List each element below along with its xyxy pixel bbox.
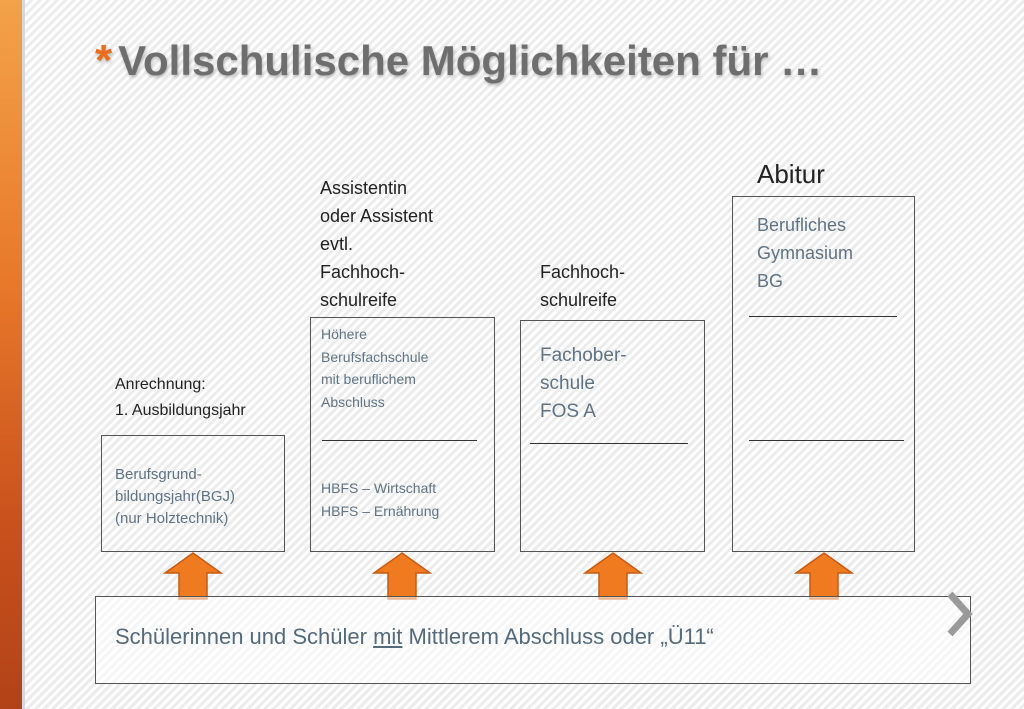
up-arrow-icon (372, 552, 432, 600)
slide-title: *Vollschulische Möglichkeiten für … (95, 36, 822, 86)
box-line: Abschluss (321, 393, 385, 410)
up-arrow-icon (583, 552, 643, 600)
box-line: Fachober- (540, 345, 627, 366)
heading-line: oder Assistent (320, 206, 434, 226)
bgj-box-text: Berufsgrund- bildungsjahr(BGJ) (nur Holz… (115, 464, 235, 530)
hbfs-box-bottom-text: HBFS – Wirtschaft HBFS – Ernährung (321, 477, 439, 522)
left-accent-edge (22, 0, 25, 709)
fos-box (520, 320, 705, 552)
base-box (95, 596, 971, 684)
heading-line: Fachhoch- (540, 262, 626, 282)
up-arrow-icon (163, 552, 223, 600)
box-line: Berufsgrund- (115, 466, 202, 483)
bg-box (732, 196, 915, 552)
hbfs-box-top-text: Höhere Berufsfachschule mit beruflichem … (321, 323, 428, 413)
box-line: HBFS – Wirtschaft (321, 480, 437, 496)
column4-heading: Abitur (757, 159, 825, 189)
box-line: bildungsjahr(BGJ) (115, 488, 236, 505)
column1-heading: Anrechnung: 1. Ausbildungsjahr (115, 372, 246, 424)
bg-divider-2 (749, 440, 904, 441)
heading-line: Fachhoch- (320, 262, 406, 282)
heading-line: schulreife (540, 290, 618, 310)
column2-heading: Assistentin oder Assistent evtl. Fachhoc… (320, 174, 433, 314)
base-text-part: Mittlerem Abschluss oder „Ü11“ (402, 624, 714, 649)
box-line: Berufliches (757, 215, 847, 235)
heading-line: schulreife (320, 290, 398, 310)
heading-line: Assistentin (320, 178, 408, 198)
title-text: Vollschulische Möglichkeiten für … (118, 37, 823, 84)
base-text-underlined: mit (373, 624, 403, 649)
box-line: HBFS – Ernährung (321, 502, 440, 519)
box-line: Berufsfachschule (321, 348, 429, 365)
box-line: BG (757, 271, 784, 291)
base-text: Schülerinnen und Schüler mit Mittlerem A… (115, 624, 714, 650)
chevron-right-icon (947, 591, 973, 637)
box-line: Höhere (321, 326, 367, 342)
heading-line: Anrechnung: (115, 376, 206, 393)
bg-divider-1 (749, 316, 897, 317)
box-line: mit beruflichem (321, 371, 416, 387)
box-line: schule (540, 373, 595, 394)
column3-heading: Fachhoch- schulreife (540, 258, 625, 314)
box-line: (nur Holztechnik) (115, 510, 229, 527)
fos-box-text: Fachober- schule FOS A (540, 342, 627, 426)
bgj-box (101, 435, 285, 552)
up-arrow-icon (794, 552, 854, 600)
heading-line: 1. Ausbildungsjahr (115, 402, 246, 419)
fos-divider (530, 443, 688, 444)
bg-box-text: Berufliches Gymnasium BG (757, 211, 853, 295)
base-text-part: Schülerinnen und Schüler (115, 624, 374, 649)
hbfs-box (310, 317, 495, 552)
hbfs-divider (322, 440, 477, 441)
title-star: * (95, 36, 113, 85)
box-line: FOS A (540, 401, 596, 422)
box-line: Gymnasium (757, 243, 854, 263)
left-accent-bar (0, 0, 22, 709)
heading-line: evtl. (320, 234, 354, 254)
